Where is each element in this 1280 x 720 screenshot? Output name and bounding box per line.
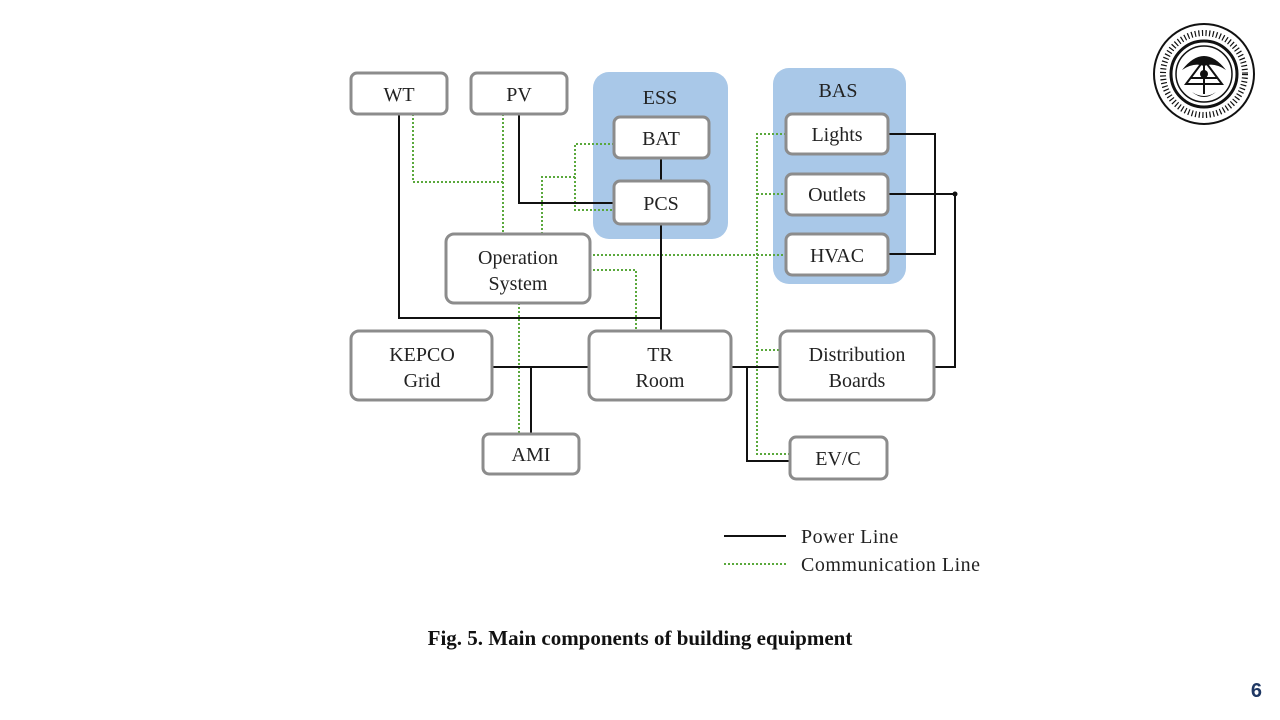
university-seal-logo xyxy=(1153,23,1255,125)
page-number: 6 xyxy=(1250,680,1262,702)
distribution-boards-label-line1: Distribution xyxy=(809,344,906,366)
bat-label: BAT xyxy=(642,128,680,150)
kepco-grid-label-line1: KEPCO xyxy=(389,344,455,366)
wt-box xyxy=(349,71,449,116)
power-lines xyxy=(398,114,956,462)
legend-power-line-label: Power Line xyxy=(801,526,899,548)
kepco-grid-label-line2: Grid xyxy=(404,370,441,392)
hvac-box xyxy=(784,232,890,277)
tr-room-label-line1: TR xyxy=(647,344,673,366)
communication-lines xyxy=(412,114,790,455)
pv-box xyxy=(469,71,569,116)
legend: Power Line Communication Line xyxy=(724,526,981,576)
lights-box xyxy=(784,112,890,156)
pv-label: PV xyxy=(506,84,532,106)
distribution-boards-box xyxy=(778,329,936,402)
hvac-label: HVAC xyxy=(810,245,864,267)
outlets-label: Outlets xyxy=(808,184,866,206)
kepco-grid-box xyxy=(349,329,494,402)
power-junction-dot xyxy=(952,191,958,197)
bat-box xyxy=(612,115,711,160)
tr-room-label-line2: Room xyxy=(636,370,685,392)
outlets-box xyxy=(784,172,890,217)
distribution-boards-label-line2: Boards xyxy=(829,370,886,392)
ami-box xyxy=(481,432,581,476)
node-boxes xyxy=(349,71,936,481)
legend-communication-line-label: Communication Line xyxy=(801,554,981,576)
pcs-label: PCS xyxy=(643,193,679,215)
evc-label: EV/C xyxy=(815,448,861,470)
operation-system-label-line2: System xyxy=(489,273,548,295)
pcs-box xyxy=(612,179,711,226)
ess-group-label: ESS xyxy=(643,87,677,109)
lights-label: Lights xyxy=(811,124,862,146)
figure-caption: Fig. 5. Main components of building equi… xyxy=(427,626,853,650)
operation-system-box xyxy=(444,232,592,305)
tr-room-box xyxy=(587,329,733,402)
wt-label: WT xyxy=(383,84,414,106)
bas-group-label: BAS xyxy=(819,80,858,102)
evc-box xyxy=(788,435,889,481)
ami-label: AMI xyxy=(512,444,551,466)
operation-system-label-line1: Operation xyxy=(478,247,558,269)
